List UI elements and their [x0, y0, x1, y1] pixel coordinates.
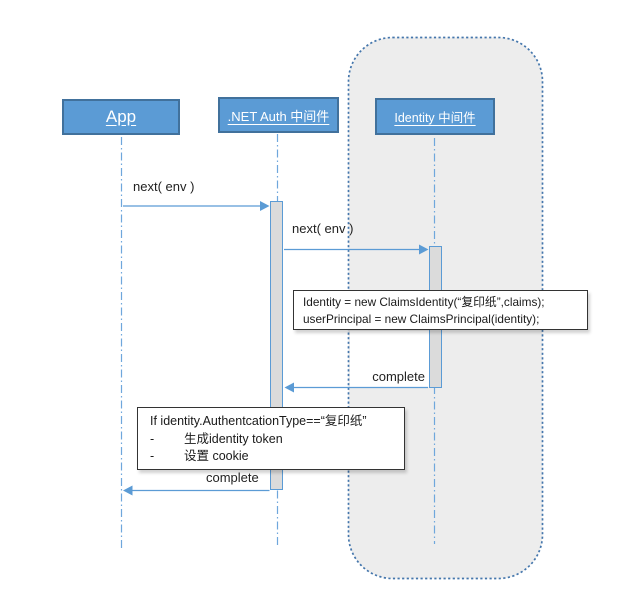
message-label-complete-identity: complete	[350, 331, 429, 387]
arrowhead-right-icon	[419, 244, 429, 255]
note-bullet-text: 生成identity token	[184, 431, 283, 446]
note-line: userPrincipal = new ClaimsPrincipal(iden…	[303, 311, 540, 326]
note-if-authentication-type: If identity.AuthentcationType==“复印纸” - 生…	[137, 407, 405, 470]
participant-net-auth-middleware: .NET Auth 中间件	[218, 97, 339, 133]
bullet-dash-icon: -	[150, 431, 155, 446]
message-label-text: complete	[372, 369, 425, 384]
note-bullet-text: 设置 cookie	[184, 449, 249, 463]
note-title: If identity.AuthentcationType==“复印纸”	[150, 414, 367, 428]
bullet-dash-icon: -	[150, 449, 155, 463]
note-claims-identity-code: Identity = new ClaimsIdentity(“复印纸”,clai…	[293, 290, 588, 330]
arrowhead-left-icon	[123, 485, 133, 496]
note-bullet-item: - 生成identity token	[150, 431, 400, 449]
participant-identity-label: Identity 中间件	[394, 111, 476, 125]
message-label-next-env-2: next( env )	[292, 221, 354, 236]
arrowhead-left-icon	[284, 382, 294, 393]
participant-app: App	[62, 99, 180, 135]
participant-net-auth-label: .NET Auth 中间件	[227, 108, 330, 124]
participant-app-label: App	[105, 107, 137, 126]
note-bullet-item: - 设置 cookie	[150, 448, 400, 466]
arrowhead-right-icon	[260, 201, 270, 211]
message-label-next-env-1: next( env )	[133, 179, 195, 194]
message-label-complete-app: complete	[206, 470, 259, 485]
participant-identity-middleware: Identity 中间件	[375, 98, 495, 135]
note-line: Identity = new ClaimsIdentity(“复印纸”,clai…	[303, 295, 545, 309]
